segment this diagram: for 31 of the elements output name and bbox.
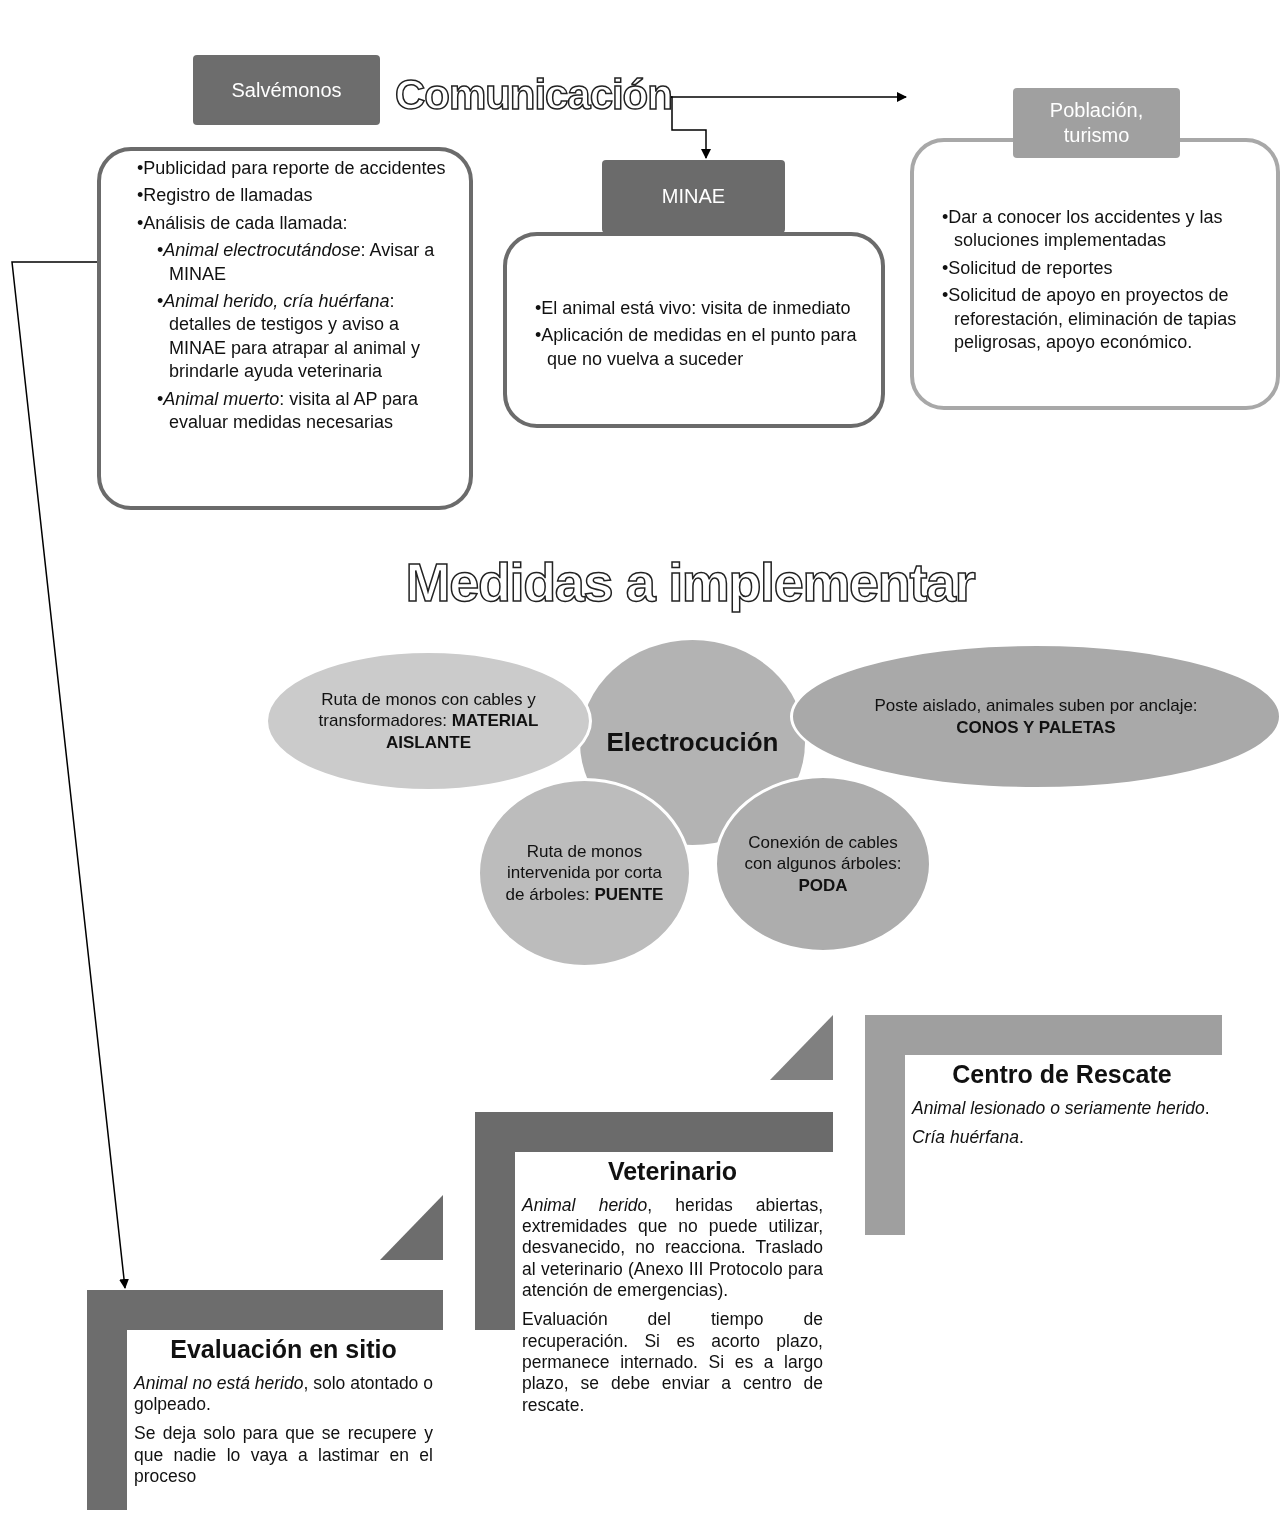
ellipse-shape: Poste aislado, animales suben por anclaje: CONOS Y PALETAS [790, 643, 1282, 790]
step-title: Veterinario [606, 1156, 739, 1187]
bullet-item: •Publicidad para reporte de accidentes [137, 157, 447, 180]
step-text: Evaluación del tiempo de recuperación. Si es acorto plazo, permanece internado. Si es a largo plazo, se debe enviar a centro de rescate. [522, 1309, 823, 1416]
header-tab: Población, turismo [1013, 88, 1180, 158]
step-text: Cría huérfana. [912, 1126, 1025, 1149]
step-text: Animal lesionado o seriamente herido. [912, 1097, 1211, 1119]
step-title: Evaluación en sitio [169, 1334, 398, 1365]
bullet-item: •Animal herido, cría huérfana: detalles de testigos y aviso a MINAE para atrapar al animal y brindarle ayuda veterinaria [157, 289, 422, 384]
ellipse-shape: Ruta de monos intervenida por corta de árboles: PUENTE [477, 778, 692, 968]
bullet-item: •Animal electrocutándose: Avisar a MINAE [157, 239, 436, 286]
bullet-item: •Dar a conocer los accidentes y las soluciones implementadas [942, 206, 1224, 253]
bullet-item: •Aplicación de medidas en el punto para que no vuelva a suceder [535, 324, 858, 371]
step-text: Animal no está herido, solo atontado o golpeado. [134, 1372, 433, 1416]
ellipse-shape: Conexión de cables con algunos árboles: PODA [714, 775, 932, 953]
arrow [11, 261, 129, 1289]
bullet-item: •Análisis de cada llamada: [137, 211, 349, 235]
step-title: Centro de Rescate [951, 1059, 1173, 1090]
bullet-item: •Solicitud de apoyo en proyectos de reforestación, eliminación de tapias peligrosas, apoyo económico. [942, 284, 1238, 354]
heading-text: Comunicación [395, 74, 672, 116]
header-tab: Salvémonos [193, 55, 380, 125]
bullet-item: •El animal está vivo: visita de inmediato [535, 297, 852, 320]
step-text: Animal herido, heridas abiertas, extremidades que no puede utilizar, desvanecido, no reacciona. Traslado al veterinario (Anexo III Protocolo para atención de emergencias). [522, 1194, 823, 1302]
bullet-item: •Animal muerto: visita al AP para evaluar medidas necesarias [157, 387, 420, 434]
arrow [669, 92, 907, 102]
header-tab: MINAE [602, 160, 785, 233]
arrow [669, 96, 711, 159]
step-text: Se deja solo para que se recupere y que nadie lo vaya a lastimar en el proceso [134, 1423, 433, 1488]
ellipse-shape: Ruta de monos con cables y transformadores: MATERIAL AISLANTE [265, 650, 592, 792]
bullet-item: •Solicitud de reportes [942, 256, 1114, 280]
bullet-item: •Registro de llamadas [137, 184, 314, 208]
